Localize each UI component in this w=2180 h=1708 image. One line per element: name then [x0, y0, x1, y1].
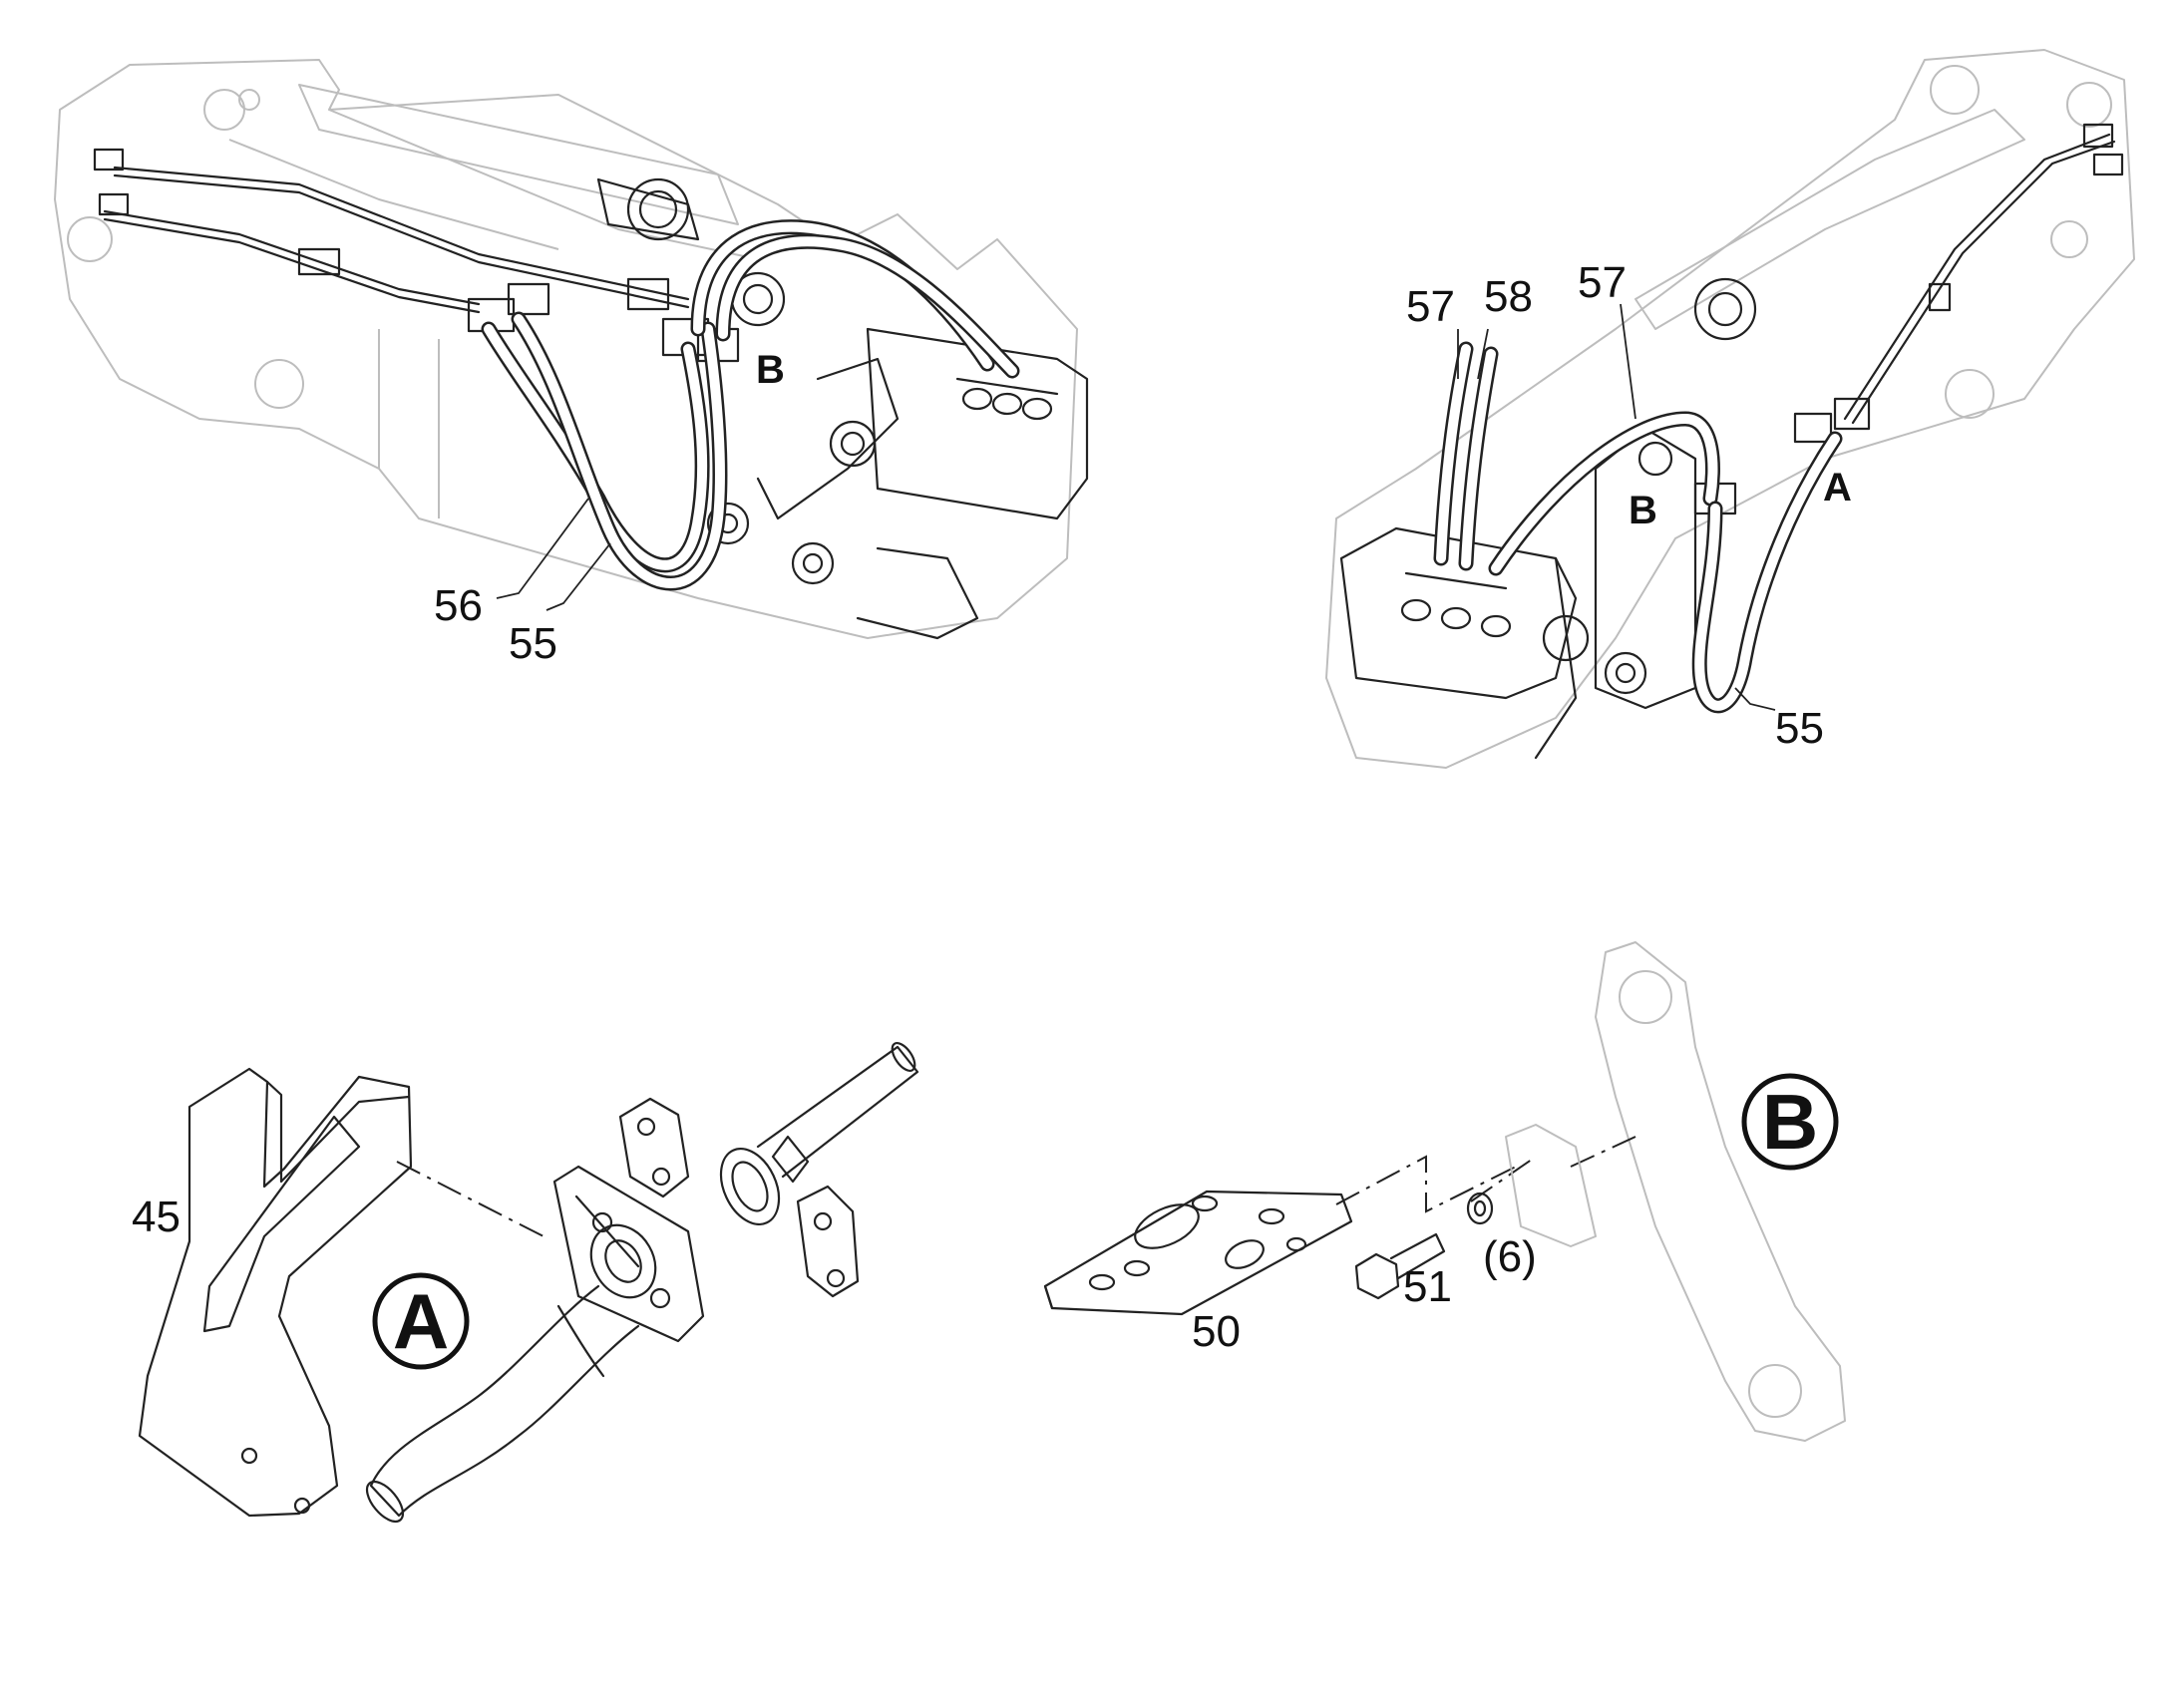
- detail-ref-b-right: B: [1629, 489, 1657, 532]
- label-part-55: 55: [509, 619, 557, 668]
- label-part-45: 45: [132, 1193, 181, 1241]
- detail-ref-b: B: [756, 348, 785, 392]
- label-part-6: (6): [1483, 1232, 1537, 1281]
- upper-left-boom-view: 56 55 B: [54, 59, 1089, 668]
- detail-ref-a: A: [1823, 466, 1852, 510]
- detail-a-exploded-view: 45 A: [132, 1042, 919, 1524]
- label-part-55-right: 55: [1775, 704, 1824, 753]
- label-part-56: 56: [434, 581, 483, 630]
- label-part-51: 51: [1403, 1262, 1452, 1311]
- label-part-57-left: 57: [1406, 282, 1455, 331]
- label-part-57-right: 57: [1578, 258, 1627, 307]
- label-part-58: 58: [1484, 272, 1533, 321]
- detail-a-callout-letter: A: [393, 1277, 449, 1365]
- detail-b-callout-letter: B: [1762, 1078, 1818, 1166]
- detail-a-callout: A: [372, 1272, 470, 1370]
- detail-b-callout: B: [1741, 1073, 1839, 1171]
- upper-right-boom-view: 57 58 57 55 A B: [1325, 49, 2135, 769]
- label-part-50: 50: [1192, 1307, 1241, 1356]
- detail-b-exploded-view: 50 51 (6) B: [1043, 941, 1846, 1442]
